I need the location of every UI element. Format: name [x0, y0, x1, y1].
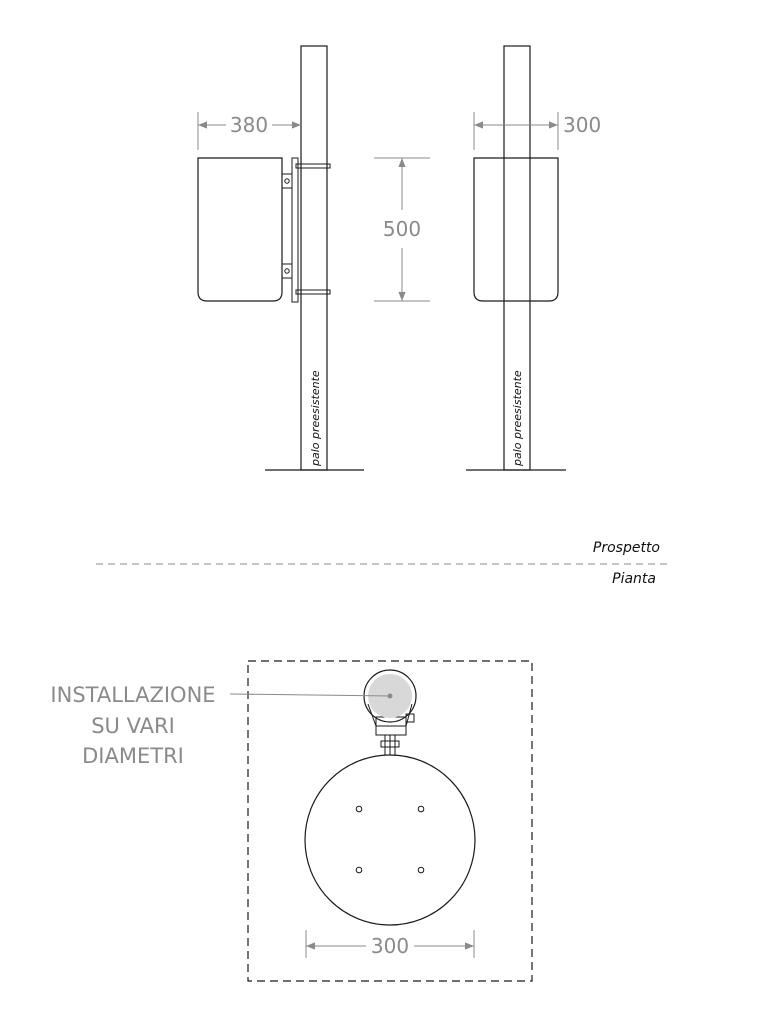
clamp-bottom	[281, 263, 293, 279]
bin-side-view	[197, 157, 283, 302]
pole-label-right: palo preesistente	[511, 370, 524, 467]
bolt-bottom-icon	[284, 268, 290, 274]
label-prospetto: Prospetto	[593, 540, 660, 556]
clamp-top	[281, 173, 293, 189]
bracket-plate	[291, 157, 299, 303]
front-elevation: palo preesistente 300	[466, 45, 601, 471]
install-note-line3: DIAMETRI	[82, 744, 184, 768]
bin-hole-3	[355, 866, 363, 874]
side-elevation: palo preesistente 380 500	[197, 45, 430, 471]
strap-bottom	[295, 289, 331, 295]
install-leader-line	[229, 693, 391, 697]
bolt-top-icon	[284, 178, 290, 184]
bin-hole-4	[417, 866, 425, 874]
dim-500-text: 500	[383, 217, 421, 241]
dim-300-bottom-text: 300	[371, 934, 409, 958]
connector-nut	[380, 740, 400, 748]
clamp-screw	[405, 713, 415, 723]
bin-hole-2	[417, 805, 425, 813]
plan-view: 300 INSTALLAZIONE SU VARI DIAMETRI	[50, 660, 533, 982]
install-note-line2: SU VARI	[91, 714, 175, 738]
label-pianta: Pianta	[612, 571, 656, 587]
bin-plan-circle	[304, 754, 476, 926]
install-note-line1: INSTALLAZIONE	[50, 683, 215, 707]
dim-380-text: 380	[230, 113, 268, 137]
bin-front-view	[473, 157, 559, 302]
pole-label-left: palo preesistente	[309, 370, 322, 467]
bin-hole-1	[355, 805, 363, 813]
dim-300-top-text: 300	[563, 113, 601, 137]
strap-top	[295, 163, 331, 169]
section-divider: Prospetto Pianta	[96, 540, 672, 587]
plan-boundary-dashed	[247, 660, 533, 982]
